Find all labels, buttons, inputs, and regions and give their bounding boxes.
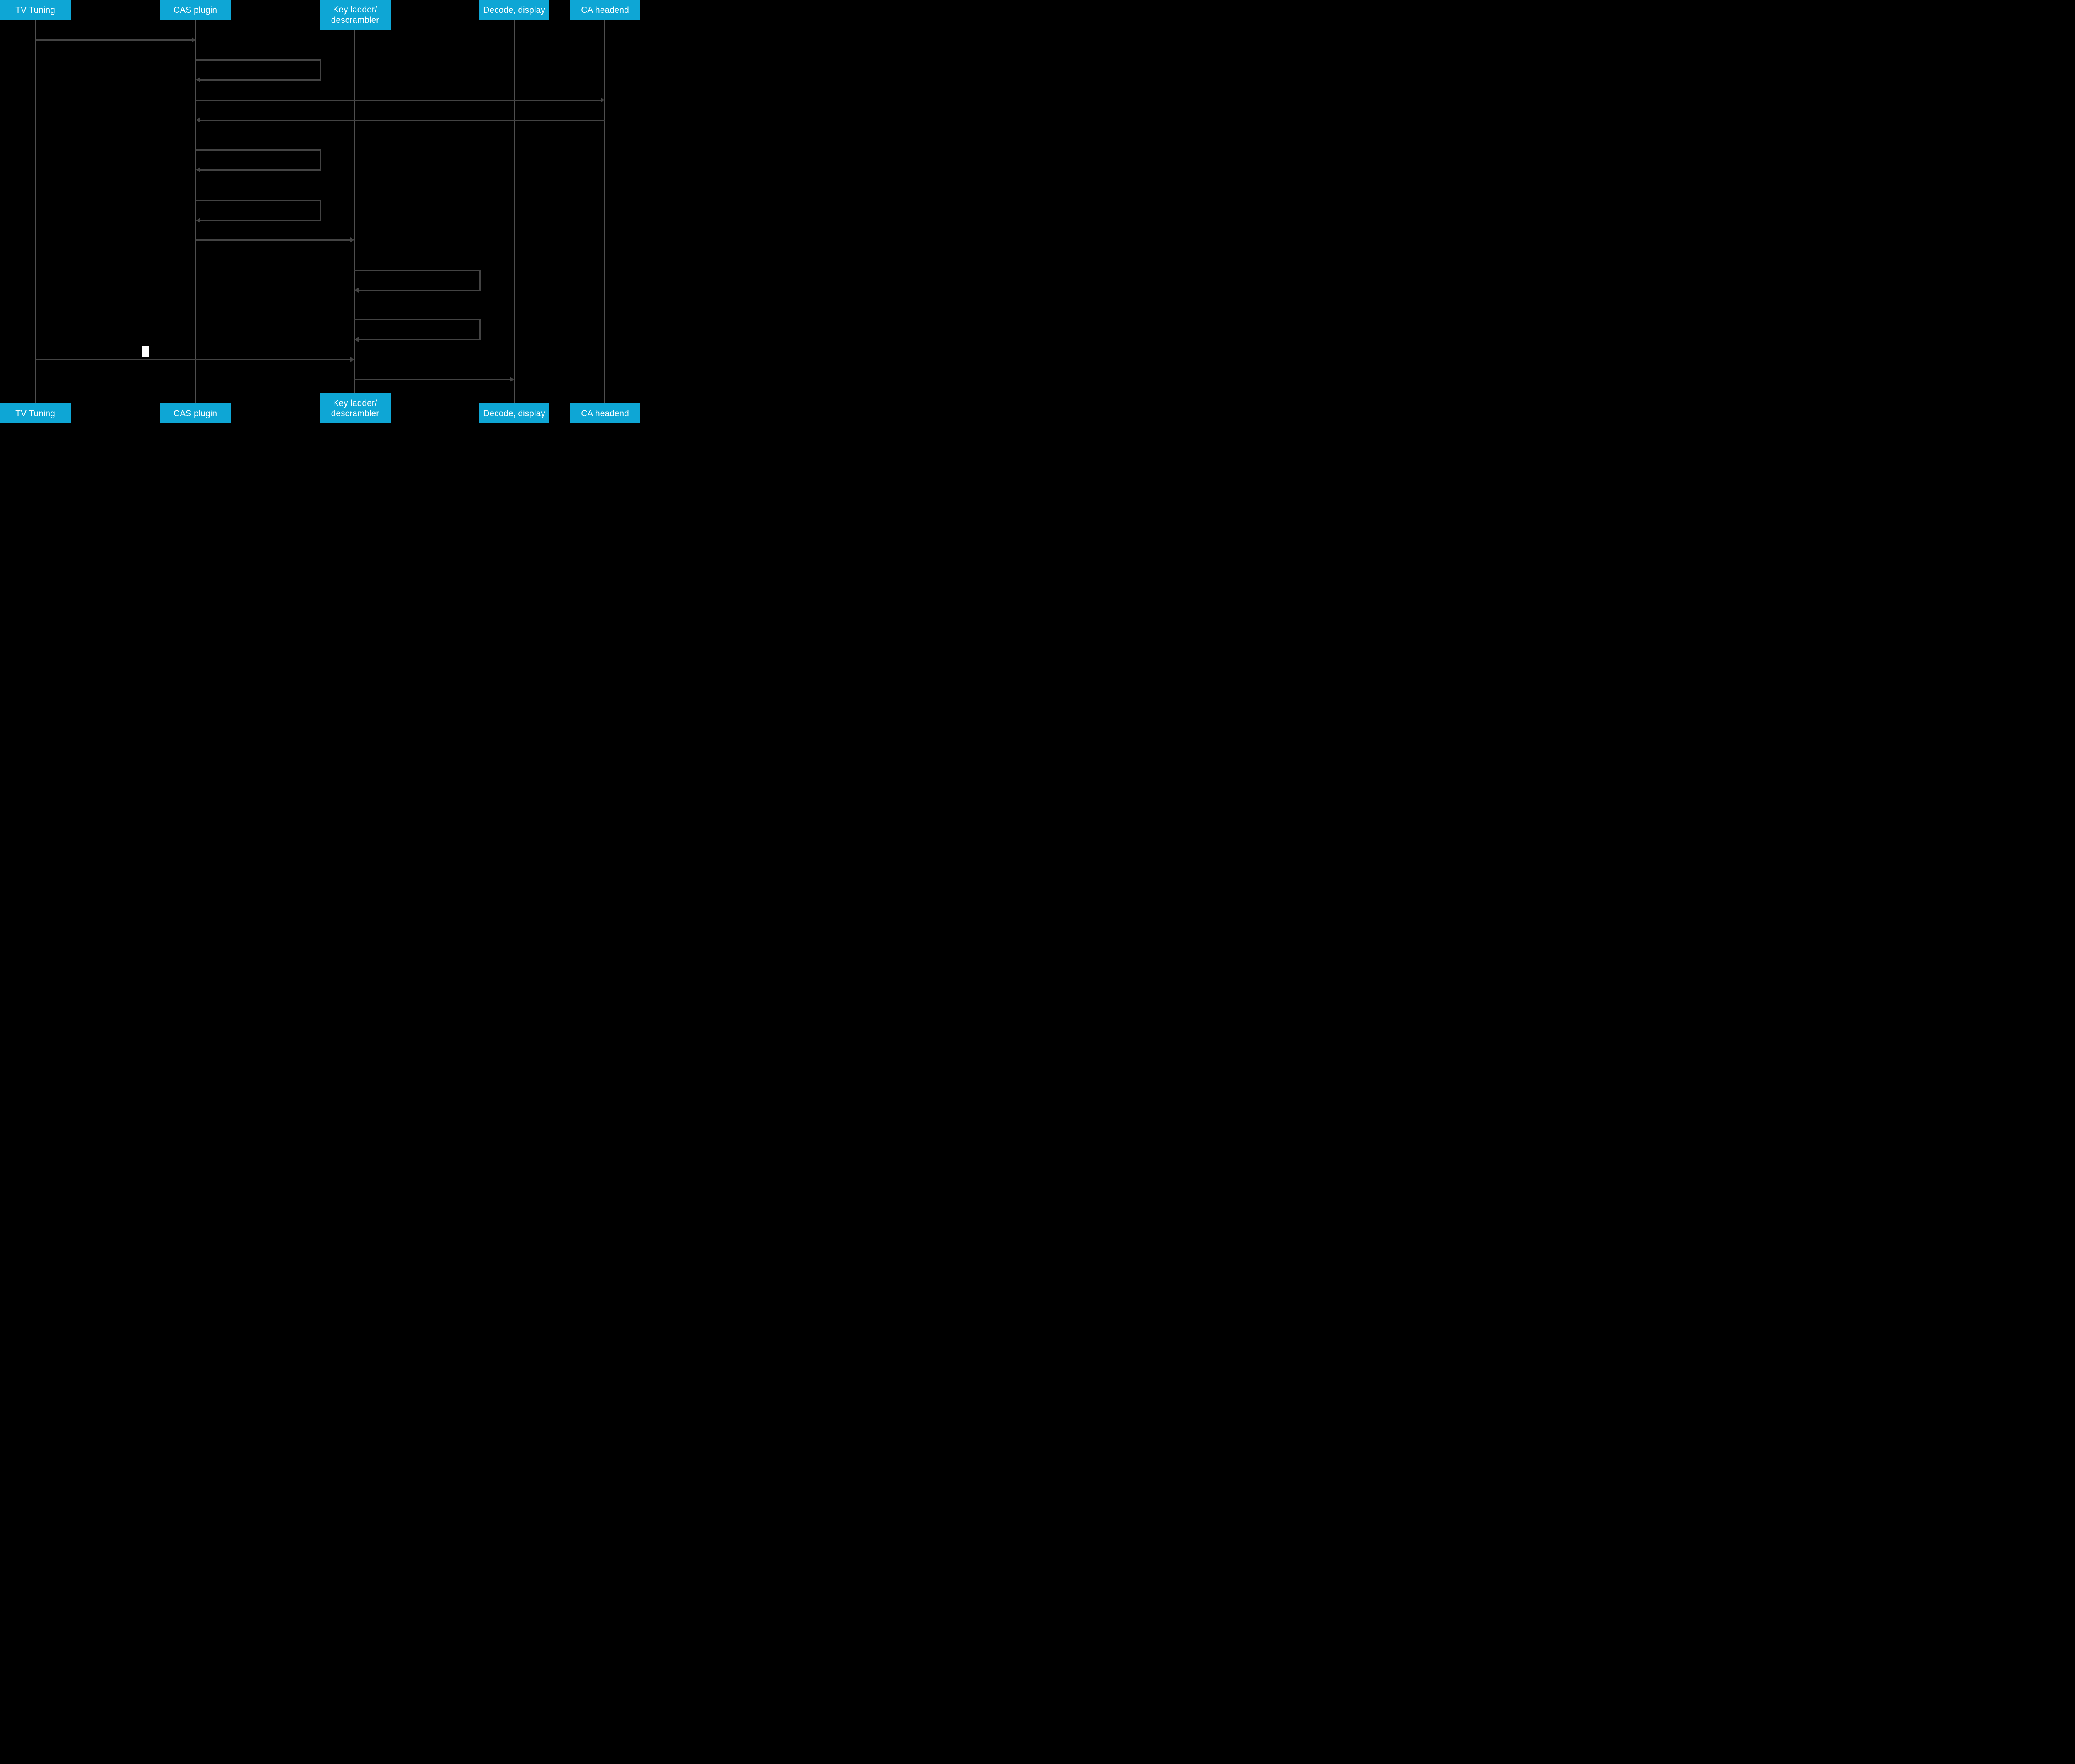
actor-label: Decode, display: [483, 5, 545, 15]
arrowhead-icon: [192, 37, 196, 42]
self-right-edge: [479, 270, 481, 291]
self-call-line: [354, 270, 481, 271]
actor-label: TV Tuning: [15, 5, 55, 15]
arrowhead-icon: [510, 377, 514, 382]
actor-box-bottom-key: Key ladder/descrambler: [320, 393, 391, 423]
self-call-line: [196, 59, 321, 61]
self-call-line: [354, 319, 481, 320]
arrowhead-icon: [354, 337, 359, 342]
actor-label: CA headend: [581, 5, 629, 15]
self-right-edge: [320, 149, 321, 170]
self-return-line: [359, 290, 481, 291]
message-arrow-line: [196, 100, 601, 101]
actor-label-line: descrambler: [331, 15, 379, 25]
lifeline-ca: [604, 20, 605, 403]
arrowhead-icon: [196, 218, 200, 223]
arrowhead-icon: [354, 288, 359, 293]
message-arrow-line: [200, 120, 605, 121]
actor-box-bottom-cas: CAS plugin: [160, 403, 231, 423]
actor-label: CAS plugin: [173, 408, 217, 418]
arrowhead-icon: [350, 237, 354, 242]
message-arrow-line: [354, 379, 510, 380]
lifeline-decode: [514, 20, 515, 403]
message-arrow-line: [196, 239, 350, 241]
actor-box-bottom-ca: CA headend: [570, 403, 640, 423]
actor-label: TV Tuning: [15, 408, 55, 418]
arrowhead-icon: [601, 98, 605, 103]
arrowhead-icon: [350, 357, 354, 362]
actor-label-line: Key ladder/: [333, 5, 377, 15]
actor-box-top-key: Key ladder/descrambler: [320, 0, 391, 30]
self-return-line: [200, 169, 321, 171]
message-arrow-line: [36, 39, 192, 41]
self-return-line: [200, 220, 321, 221]
actor-box-top-decode: Decode, display: [479, 0, 549, 20]
self-call-line: [196, 200, 321, 201]
arrowhead-icon: [196, 117, 200, 122]
actor-box-top-cas: CAS plugin: [160, 0, 231, 20]
actor-label-line: descrambler: [331, 409, 379, 418]
actor-label: CAS plugin: [173, 5, 217, 15]
actor-label-line: Key ladder/: [333, 398, 377, 408]
lifeline-key: [354, 30, 355, 393]
message-label: [142, 346, 149, 357]
lifeline-tv: [35, 20, 36, 403]
actor-label: Decode, display: [483, 408, 545, 418]
actor-box-bottom-decode: Decode, display: [479, 403, 549, 423]
self-right-edge: [320, 59, 321, 80]
self-right-edge: [479, 319, 481, 340]
actor-box-bottom-tv: TV Tuning: [0, 403, 71, 423]
message-arrow-line: [36, 359, 350, 360]
self-return-line: [200, 79, 321, 81]
self-right-edge: [320, 200, 321, 221]
actor-label: CA headend: [581, 408, 629, 418]
arrowhead-icon: [196, 77, 200, 82]
actor-box-top-tv: TV Tuning: [0, 0, 71, 20]
actor-box-top-ca: CA headend: [570, 0, 640, 20]
lifeline-cas: [195, 20, 196, 403]
arrowhead-icon: [196, 167, 200, 172]
self-return-line: [359, 339, 481, 340]
self-call-line: [196, 149, 321, 151]
